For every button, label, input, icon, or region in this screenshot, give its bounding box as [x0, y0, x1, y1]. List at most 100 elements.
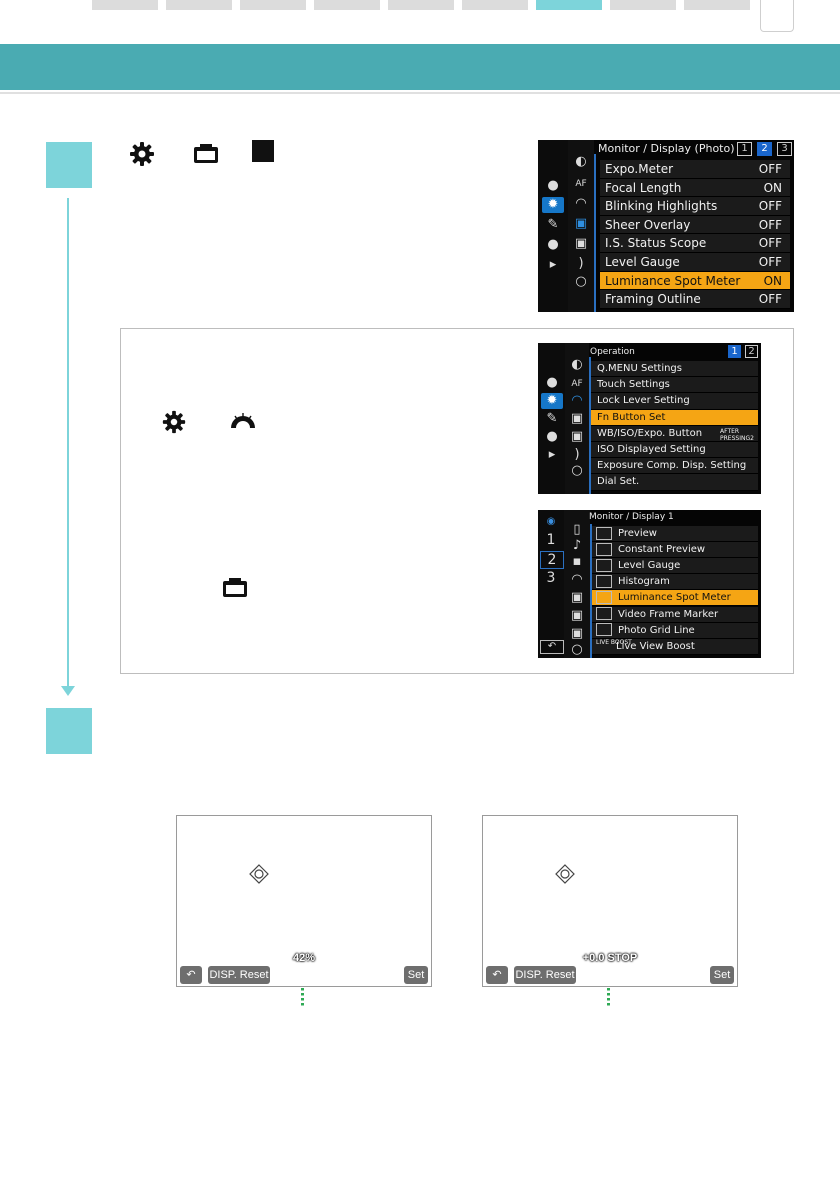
- film-icon[interactable]: ▯: [573, 522, 581, 537]
- chapter-tab[interactable]: [314, 0, 380, 10]
- playback-icon[interactable]: ▸: [548, 447, 556, 462]
- person-icon[interactable]: ●: [546, 429, 558, 444]
- page-tab-2[interactable]: 2: [745, 345, 758, 358]
- chapter-tab[interactable]: [610, 0, 676, 10]
- gear-icon: [162, 410, 186, 434]
- disp-reset-button[interactable]: DISP. Reset: [208, 966, 270, 984]
- menu-divider: [590, 524, 592, 658]
- camera-menu-screen-monitor-display: ● ✹ ✎ ● ▸ ◐ AF ◠ ▣ ▣ ) ○ Monitor / Displ…: [538, 140, 794, 312]
- menu-item[interactable]: Q.MENU Settings: [591, 361, 758, 378]
- disp-reset-button[interactable]: DISP. Reset: [514, 966, 576, 984]
- menu-item[interactable]: ISO Displayed Setting: [591, 442, 758, 459]
- camera-icon: [194, 144, 218, 163]
- set-button[interactable]: Set: [404, 966, 428, 984]
- misc-icon[interactable]: ○: [571, 642, 583, 657]
- menu-item[interactable]: Dial Set.: [591, 474, 758, 491]
- chapter-tab[interactable]: [462, 0, 528, 10]
- menu-item[interactable]: Preview: [592, 526, 758, 543]
- menu-title: Monitor / Display 1: [589, 512, 674, 522]
- menu-item-value: ON: [763, 273, 782, 288]
- misc-icon[interactable]: ○: [571, 463, 583, 478]
- monitor-photo-icon[interactable]: ▣: [574, 216, 588, 231]
- video-icon[interactable]: ●: [547, 178, 559, 193]
- dial-icon[interactable]: ◠: [571, 393, 583, 408]
- page-number-2[interactable]: 2: [540, 551, 564, 569]
- misc-icon[interactable]: ○: [575, 274, 587, 289]
- gear-icon[interactable]: ✹: [541, 393, 563, 409]
- monitor-photo-icon[interactable]: ▣: [570, 590, 584, 605]
- menu-item[interactable]: Touch Settings: [591, 377, 758, 394]
- back-icon[interactable]: ↶: [540, 640, 564, 654]
- page-number-1[interactable]: 1: [546, 532, 556, 548]
- wrench-icon[interactable]: ✎: [546, 411, 558, 426]
- menu-item-icon: [596, 574, 612, 588]
- menu-item-label: Expo.Meter: [605, 162, 674, 176]
- menu-item-value: OFF: [758, 162, 782, 176]
- page-tab-1[interactable]: 1: [728, 345, 741, 358]
- exposure-icon[interactable]: ◐: [571, 357, 583, 372]
- monitor-video-icon[interactable]: ▣: [570, 608, 584, 623]
- dial-icon[interactable]: ◠: [571, 572, 583, 587]
- menu-page-numbers: ◉ 1 2 3 ↶: [538, 510, 564, 658]
- menu-divider: [594, 154, 596, 312]
- chapter-tabs: [92, 0, 758, 10]
- menu-item[interactable]: Exposure Comp. Disp. Setting: [591, 458, 758, 475]
- menu-item[interactable]: Photo Grid Line: [592, 622, 758, 639]
- person-icon[interactable]: ●: [547, 237, 559, 252]
- mic-icon[interactable]: ♪: [572, 538, 582, 553]
- panel-button-bar: ↶ DISP. Reset Set: [177, 964, 431, 986]
- chapter-tab[interactable]: [166, 0, 232, 10]
- monitor-photo-icon[interactable]: ▣: [570, 411, 584, 426]
- menu-item[interactable]: Constant Preview: [592, 542, 758, 559]
- back-button[interactable]: ↶: [180, 966, 202, 984]
- chapter-tab[interactable]: [92, 0, 158, 10]
- camera-menu-screen-operation: ● ✹ ✎ ● ▸ ◐ AF ◠ ▣ ▣ ) ○ Operation 1 2 Q…: [538, 343, 761, 494]
- menu-item-label: Lock Lever Setting: [597, 395, 690, 407]
- dial-icon[interactable]: ◠: [575, 196, 587, 211]
- wrench-icon[interactable]: ✎: [547, 217, 559, 232]
- menu-item[interactable]: Luminance Spot Meter: [592, 590, 758, 607]
- wireless-icon[interactable]: ): [578, 256, 584, 271]
- menu-item[interactable]: Histogram: [592, 574, 758, 591]
- video-icon[interactable]: ●: [546, 375, 558, 390]
- page-number-3[interactable]: 3: [546, 570, 556, 586]
- menu-item[interactable]: Level Gauge: [592, 558, 758, 575]
- menu-item[interactable]: Lock Lever Setting: [591, 393, 758, 410]
- page-tab-2[interactable]: 2: [757, 142, 772, 156]
- panel-button-bar: ↶ DISP. Reset Set: [483, 964, 737, 986]
- tc-icon[interactable]: ▪: [572, 554, 582, 569]
- wireless-icon[interactable]: ): [574, 447, 580, 462]
- menu-item-label: Focal Length: [605, 180, 682, 195]
- menu-item[interactable]: Expo.Meter OFF: [600, 160, 790, 179]
- monitor-video-icon[interactable]: ▣: [574, 236, 588, 251]
- menu-item-label: Blinking Highlights: [605, 199, 718, 214]
- page-tab-3[interactable]: 3: [777, 142, 792, 156]
- menu-item[interactable]: Video Frame Marker: [592, 606, 758, 623]
- af-icon[interactable]: AF: [571, 379, 583, 389]
- gear-icon[interactable]: ✹: [542, 197, 564, 213]
- luminance-readout: +0.0 STOP: [582, 952, 638, 964]
- set-button[interactable]: Set: [710, 966, 734, 984]
- menu-item[interactable]: Fn Button Set: [591, 409, 758, 426]
- page-tab-1[interactable]: 1: [737, 142, 752, 156]
- monitor-video-icon[interactable]: ▣: [570, 429, 584, 444]
- menu-icon[interactable]: ◉: [546, 516, 556, 527]
- chapter-tab[interactable]: [240, 0, 306, 10]
- monitor-video-icon[interactable]: ▣: [570, 626, 584, 641]
- chapter-tab-active[interactable]: [536, 0, 602, 10]
- back-button[interactable]: ↶: [486, 966, 508, 984]
- af-icon[interactable]: AF: [575, 179, 587, 189]
- playback-icon[interactable]: ▸: [549, 257, 557, 272]
- chapter-tab[interactable]: [684, 0, 750, 10]
- chapter-tab[interactable]: [388, 0, 454, 10]
- exposure-icon[interactable]: ◐: [575, 154, 587, 169]
- menu-item[interactable]: LIVE BOOSTLive View Boost: [592, 638, 758, 655]
